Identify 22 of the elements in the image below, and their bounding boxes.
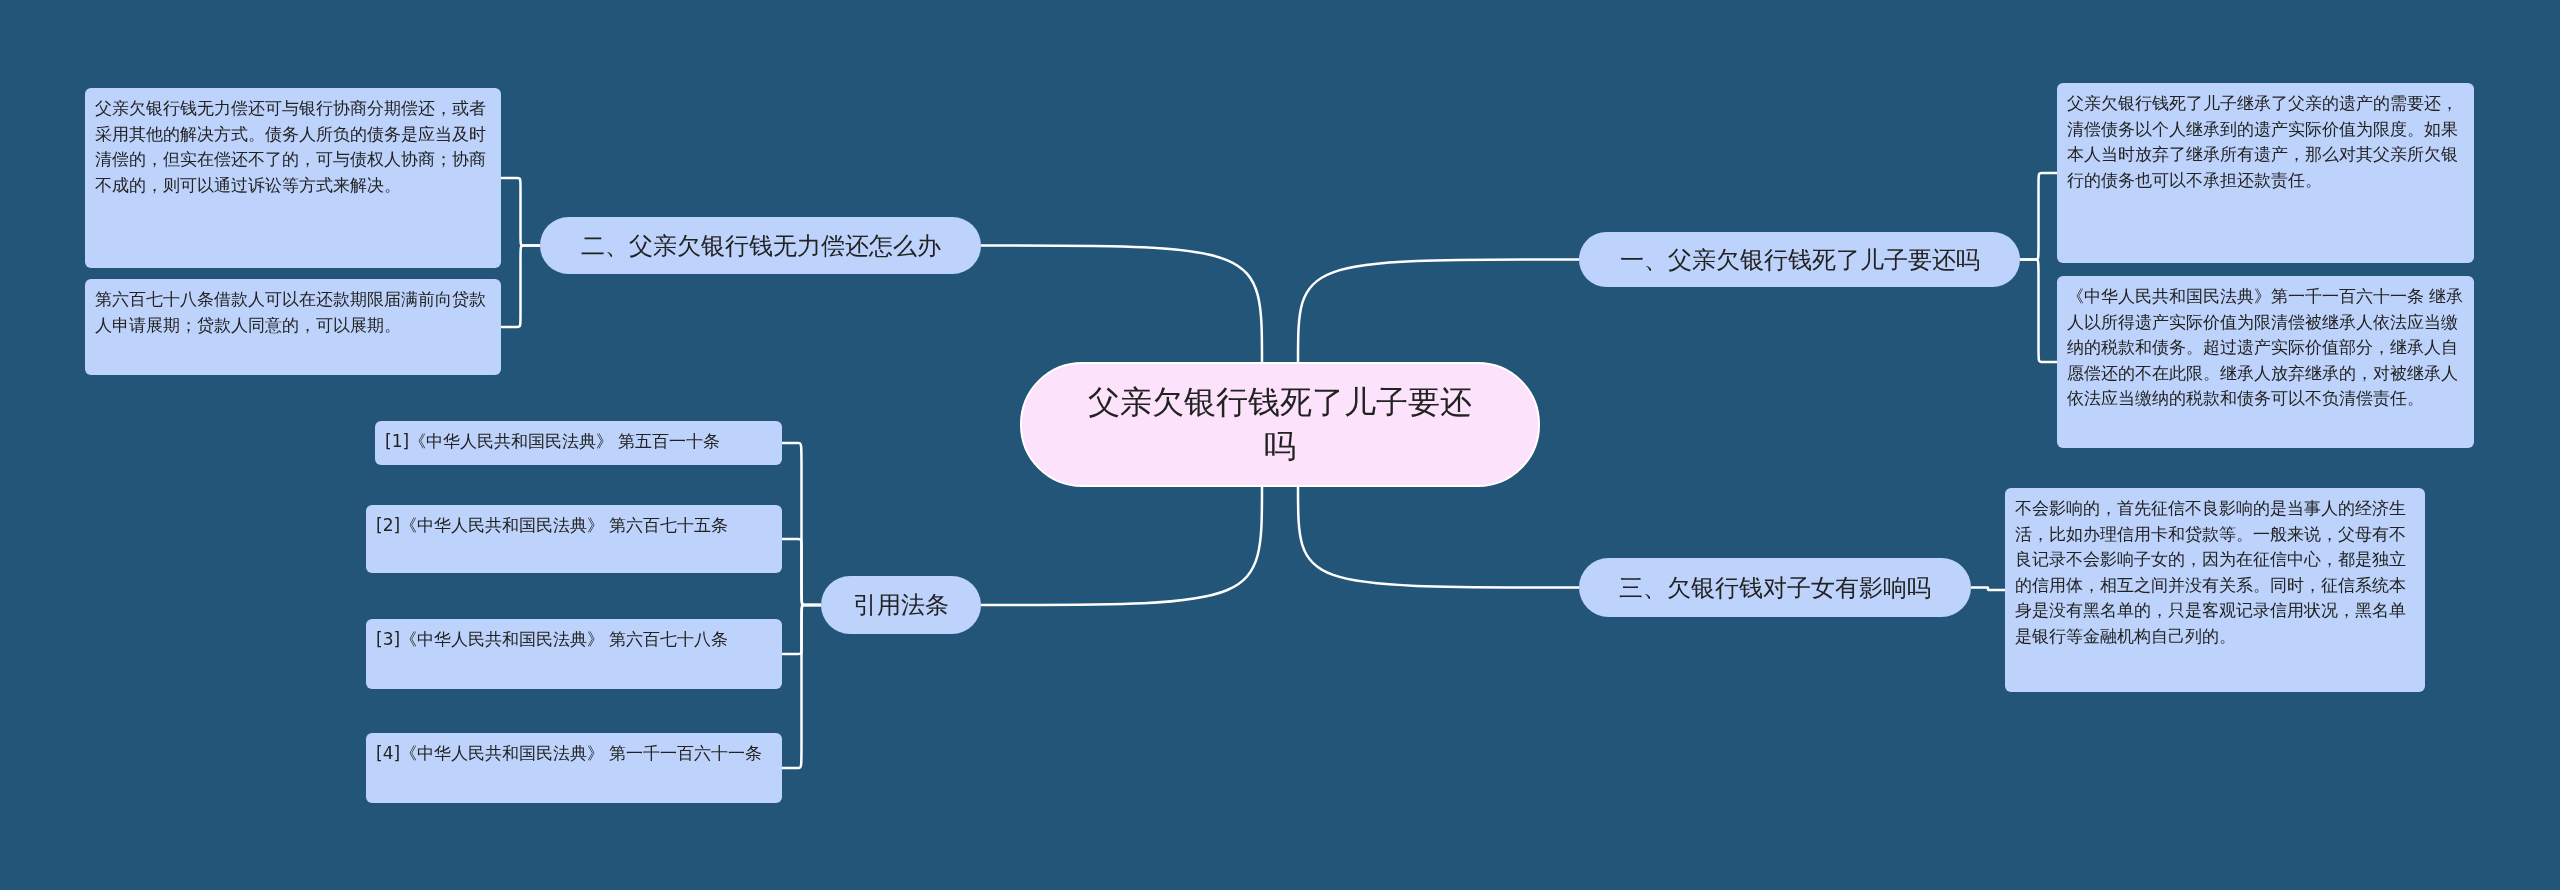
- connector-line: [1296, 258, 1579, 362]
- note-card: 父亲欠银行钱死了儿子继承了父亲的遗产的需要还，清偿债务以个人继承到的遗产实际价值为限度。如果本人当时放弃了继承所有遗产，那么对其父亲所欠银行的债务也可以不承担还款责任。: [2057, 83, 2474, 263]
- connector-line: [1296, 487, 1579, 589]
- note-card: [4]《中华人民共和国民法典》 第一千一百六十一条: [366, 733, 782, 803]
- note-card: 不会影响的，首先征信不良影响的是当事人的经济生活，比如办理信用卡和贷款等。一般来说，父母有不良记录不会影响子女的，因为在征信中心，都是独立的信用体，相互之间并没有关系。同时，征信系统本身是没有黑名单的，只是客观记录信用状况，黑名单是银行等金融机构自己列的。: [2005, 488, 2425, 692]
- note-card: [1]《中华人民共和国民法典》 第五百一十条: [375, 421, 782, 465]
- connector-line: [501, 244, 540, 329]
- connector-line: [782, 603, 821, 770]
- connector-line: [1971, 586, 2005, 592]
- note-card: 父亲欠银行钱无力偿还可与银行协商分期偿还，或者采用其他的解决方式。债务人所负的债务是应当及时清偿的，但实在偿还不了的，可与债权人协商；协商不成的，则可以通过诉讼等方式来解决。: [85, 88, 501, 268]
- note-card: [2]《中华人民共和国民法典》 第六百七十五条: [366, 505, 782, 573]
- note-card: 《中华人民共和国民法典》第一千一百六十一条 继承人以所得遗产实际价值为限清偿被继承人依法应当缴纳的税款和债务。超过遗产实际价值部分，继承人自愿偿还的不在此限。继承人放弃继承的，对被继承人依法应当缴纳的税款和债务可以不负清偿责任。: [2057, 276, 2474, 448]
- connector-line: [981, 487, 1264, 607]
- branch-topic: 二、父亲欠银行钱无力偿还怎么办: [540, 217, 981, 274]
- connector-line: [2020, 258, 2057, 364]
- branch-topic: 一、父亲欠银行钱死了儿子要还吗: [1579, 232, 2020, 287]
- central-topic: 父亲欠银行钱死了儿子要还吗: [1020, 362, 1540, 487]
- branch-topic: 引用法条: [821, 576, 981, 634]
- note-card: 第六百七十八条借款人可以在还款期限届满前向贷款人申请展期；贷款人同意的，可以展期。: [85, 279, 501, 375]
- note-card: [3]《中华人民共和国民法典》 第六百七十八条: [366, 619, 782, 689]
- connector-line: [981, 244, 1264, 362]
- branch-topic: 三、欠银行钱对子女有影响吗: [1579, 558, 1971, 617]
